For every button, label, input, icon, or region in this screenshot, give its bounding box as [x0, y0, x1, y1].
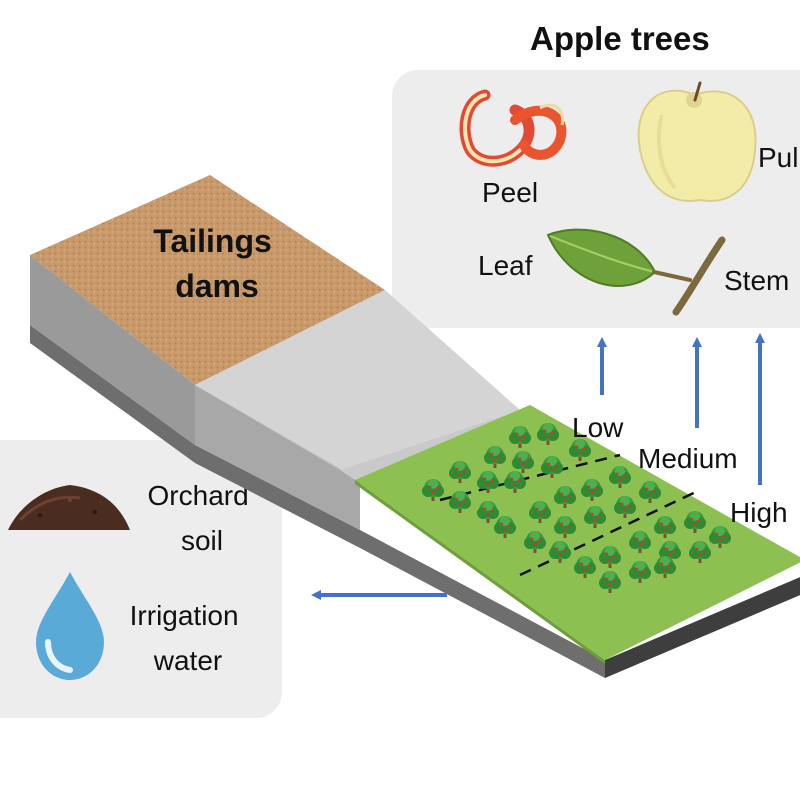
tailings-dam-surface — [30, 175, 385, 385]
leaf-icon — [546, 228, 726, 316]
irrigation-water-label: Irrigation water — [130, 600, 247, 676]
zone-divider-1 — [439, 453, 621, 502]
pulp-label: Pulp — [758, 142, 800, 173]
water-drop-icon — [36, 572, 104, 680]
zone-low-label: Low — [572, 412, 624, 443]
orchard-soil-label: Orchard soil — [148, 480, 257, 556]
tailings-dams-label: Tailings dams — [153, 223, 280, 304]
peel-label: Peel — [482, 177, 538, 208]
soil-pile-icon — [8, 485, 130, 530]
irrigation-water-line-2: water — [153, 645, 222, 676]
leaf-label: Leaf — [478, 250, 533, 281]
stem-label: Stem — [724, 265, 789, 296]
zone-divider-2 — [519, 488, 701, 577]
zone-high-label: High — [730, 497, 788, 528]
apple-peel-icon — [459, 89, 567, 167]
apple-trees-title: Apple trees — [530, 20, 710, 57]
zone-medium-label: Medium — [638, 443, 738, 474]
apple-pulp-icon — [637, 81, 757, 202]
tailings-line-2: dams — [175, 268, 259, 304]
irrigation-water-line-1: Irrigation — [130, 600, 239, 631]
tailings-line-1: Tailings — [153, 223, 272, 259]
orchard-soil-line-2: soil — [181, 525, 223, 556]
orchard-soil-line-1: Orchard — [148, 480, 249, 511]
